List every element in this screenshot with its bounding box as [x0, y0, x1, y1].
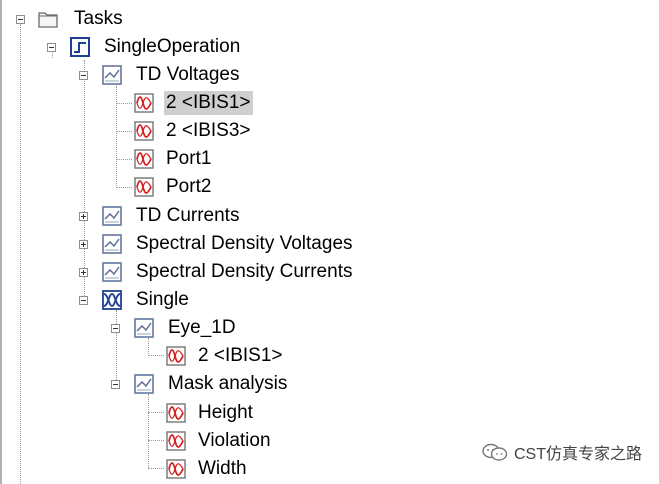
tree-left-border	[0, 0, 2, 484]
tree-item-td-voltages[interactable]: TD Voltages	[136, 64, 240, 85]
expand-toggle-td-currents[interactable]	[79, 212, 88, 221]
tree-item-eye-2-ibis1[interactable]: 2 <IBIS1>	[198, 345, 283, 366]
tree-item-width[interactable]: Width	[198, 458, 247, 479]
expand-toggle-single[interactable]	[79, 296, 88, 305]
result-chart-icon	[102, 234, 122, 254]
tree-item-spectral-density-voltages[interactable]: Spectral Density Voltages	[136, 233, 353, 254]
tree-connector	[116, 86, 117, 188]
result-chart-icon	[102, 65, 122, 85]
tree-connector	[116, 310, 117, 386]
waveform-icon	[134, 177, 154, 197]
tree-connector	[116, 187, 132, 188]
expand-toggle-td-voltages[interactable]	[79, 71, 88, 80]
tree-connector	[148, 338, 149, 356]
waveform-icon	[166, 459, 186, 479]
tree-item-mask-analysis[interactable]: Mask analysis	[168, 373, 288, 394]
tree-item-height[interactable]: Height	[198, 402, 253, 423]
expand-toggle-sd-voltages[interactable]	[79, 240, 88, 249]
tree-item-tasks[interactable]: Tasks	[74, 8, 123, 29]
tree-item-violation[interactable]: Violation	[198, 430, 271, 451]
tree-connector	[148, 355, 164, 356]
waveform-icon	[134, 121, 154, 141]
tree-item-2-ibis1[interactable]: 2 <IBIS1>	[164, 91, 253, 115]
tree-item-singleoperation[interactable]: SingleOperation	[104, 36, 241, 57]
folder-icon	[38, 12, 58, 28]
tree-connector	[52, 48, 53, 58]
expand-toggle-tasks[interactable]	[16, 15, 25, 24]
result-chart-icon	[102, 206, 122, 226]
tree-item-eye-1d[interactable]: Eye_1D	[168, 317, 236, 338]
tree-item-spectral-density-currents[interactable]: Spectral Density Currents	[136, 261, 353, 282]
result-chart-icon	[134, 374, 154, 394]
tree-connector	[148, 440, 164, 441]
waveform-icon	[166, 431, 186, 451]
tree-connector	[148, 412, 164, 413]
tree-item-port2[interactable]: Port2	[166, 176, 212, 197]
expand-toggle-eye-1d[interactable]	[111, 324, 120, 333]
tree-connector	[116, 131, 132, 132]
expand-toggle-sd-currents[interactable]	[79, 268, 88, 277]
tree-item-2-ibis3[interactable]: 2 <IBIS3>	[166, 120, 251, 141]
tree-connector	[116, 159, 132, 160]
tree-item-single[interactable]: Single	[136, 289, 189, 310]
step-signal-icon	[70, 37, 90, 57]
watermark-text: CST仿真专家之路	[514, 446, 643, 463]
watermark: CST仿真专家之路	[482, 440, 642, 464]
tree-connector	[20, 24, 21, 484]
tree-item-td-currents[interactable]: TD Currents	[136, 205, 240, 226]
chat-bubble-icon	[482, 443, 508, 461]
tree-item-port1[interactable]: Port1	[166, 148, 212, 169]
waveform-icon	[134, 93, 154, 113]
waveform-icon	[166, 346, 186, 366]
result-chart-icon	[102, 262, 122, 282]
tree-connector	[116, 103, 132, 104]
tree-connector	[148, 394, 149, 468]
tree-connector	[148, 468, 164, 469]
eye-diagram-icon	[102, 290, 122, 310]
result-chart-icon	[134, 318, 154, 338]
expand-toggle-singleoperation[interactable]	[47, 43, 56, 52]
tree-connector	[84, 60, 85, 300]
expand-toggle-mask-analysis[interactable]	[111, 380, 120, 389]
waveform-icon	[166, 403, 186, 423]
waveform-icon	[134, 149, 154, 169]
